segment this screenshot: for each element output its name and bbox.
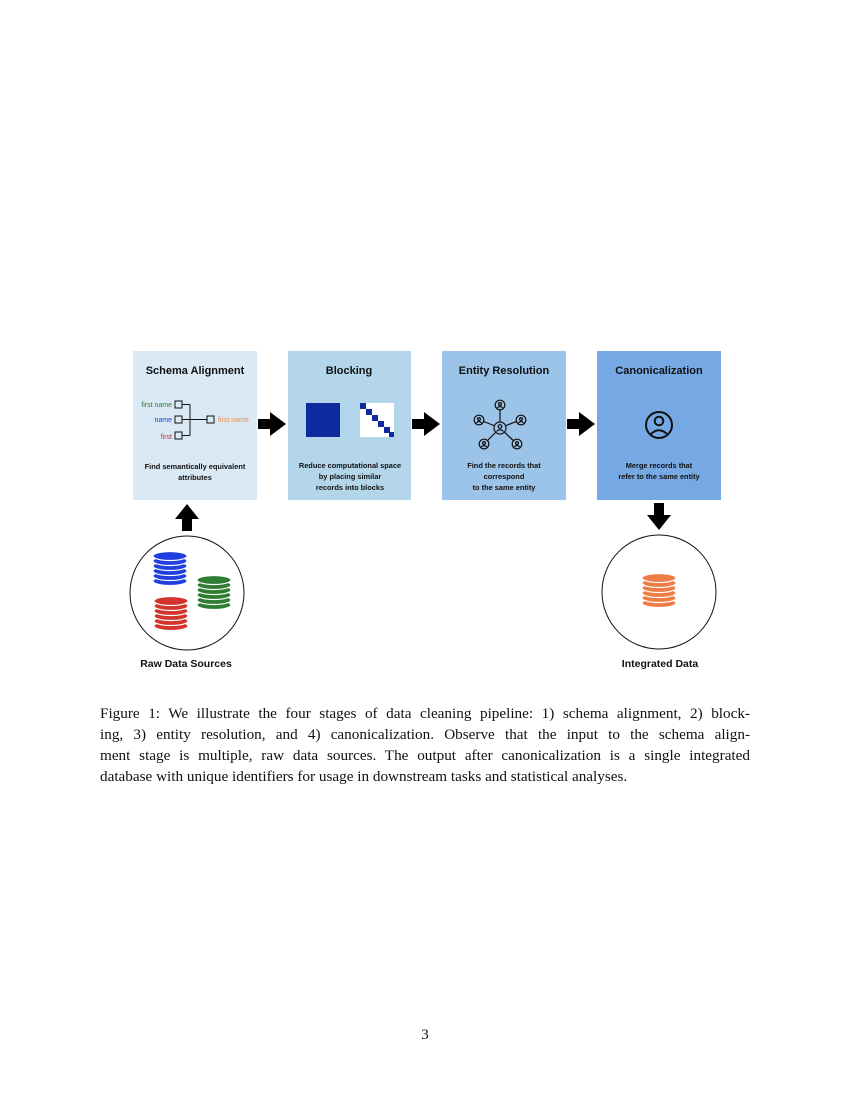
caption-line: database with unique identifiers for usa… <box>100 768 628 785</box>
stage-desc-line: by placing similar <box>319 472 382 481</box>
attribute-label: first <box>161 434 172 441</box>
entity-node-icon <box>511 438 523 450</box>
database-icon-red <box>153 595 189 632</box>
figure-caption: Figure 1: We illustrate the four stages … <box>100 703 750 787</box>
caption-line: Figure 1: We illustrate the four stages … <box>100 705 750 722</box>
stage-desc-line: attributes <box>178 473 212 482</box>
arrow-up-icon <box>175 504 199 531</box>
full-matrix-block <box>306 403 340 437</box>
stage-desc-line: Reduce computational space <box>299 461 401 470</box>
stage-desc-line: Merge records that <box>626 461 693 470</box>
stage-schema-alignment: Schema Alignment Find semantically equiv… <box>133 351 257 500</box>
page-number: 3 <box>421 1027 429 1043</box>
stage-desc-line: Find the records that <box>467 461 541 470</box>
arrow-right-icon <box>258 412 286 436</box>
raw-data-sources: Raw Data Sources <box>129 535 245 670</box>
stage-box <box>133 351 257 500</box>
entity-node-icon <box>515 414 527 426</box>
arrow-right-icon <box>412 412 440 436</box>
attribute-label: first name <box>141 402 172 409</box>
stage-canonicalization: Canonicalization Merge records that refe… <box>597 351 721 500</box>
caption-line: ing, 3) entity resolution, and 4) canoni… <box>100 726 750 743</box>
stage-title: Entity Resolution <box>459 365 550 377</box>
raw-data-sources-label: Raw Data Sources <box>140 658 232 670</box>
stage-blocking: Blocking Reduce computational space by p… <box>288 351 411 500</box>
arrow-down-icon <box>647 503 671 530</box>
stage-desc-line: records into blocks <box>316 483 384 492</box>
stage-desc-line: Find semantically equivalent <box>145 462 246 471</box>
attribute-label-merged: first name <box>218 417 249 424</box>
entity-node-icon <box>494 399 506 411</box>
database-icon-blue <box>152 550 188 587</box>
database-icon-orange <box>641 572 677 609</box>
pipeline-figure: Schema Alignment Find semantically equiv… <box>129 351 721 670</box>
stage-entity-resolution: Entity Resolution Find the records that … <box>442 351 566 500</box>
entity-graph-icon <box>473 399 527 450</box>
integrated-data-label: Integrated Data <box>622 658 699 670</box>
stage-title: Schema Alignment <box>146 365 245 377</box>
stage-desc-line: to the same entity <box>473 483 537 492</box>
entity-node-icon <box>473 414 485 426</box>
stage-title: Blocking <box>326 365 372 377</box>
canonical-entity-icon <box>645 411 673 439</box>
stage-desc-line: refer to the same entity <box>618 472 700 481</box>
stage-desc-line: correspond <box>484 472 525 481</box>
stage-title: Canonicalization <box>615 365 703 377</box>
schema-merge-diagram: first name name first first name <box>141 400 249 441</box>
diagonal-block-matrix <box>360 403 394 437</box>
entity-node-icon <box>478 438 490 450</box>
caption-line: ment stage is multiple, raw data sources… <box>100 747 750 764</box>
integrated-data: Integrated Data <box>601 534 717 670</box>
database-icon-green <box>196 574 232 611</box>
arrow-right-icon <box>567 412 595 436</box>
entity-node-icon <box>493 421 507 435</box>
attribute-label: name <box>154 417 172 424</box>
